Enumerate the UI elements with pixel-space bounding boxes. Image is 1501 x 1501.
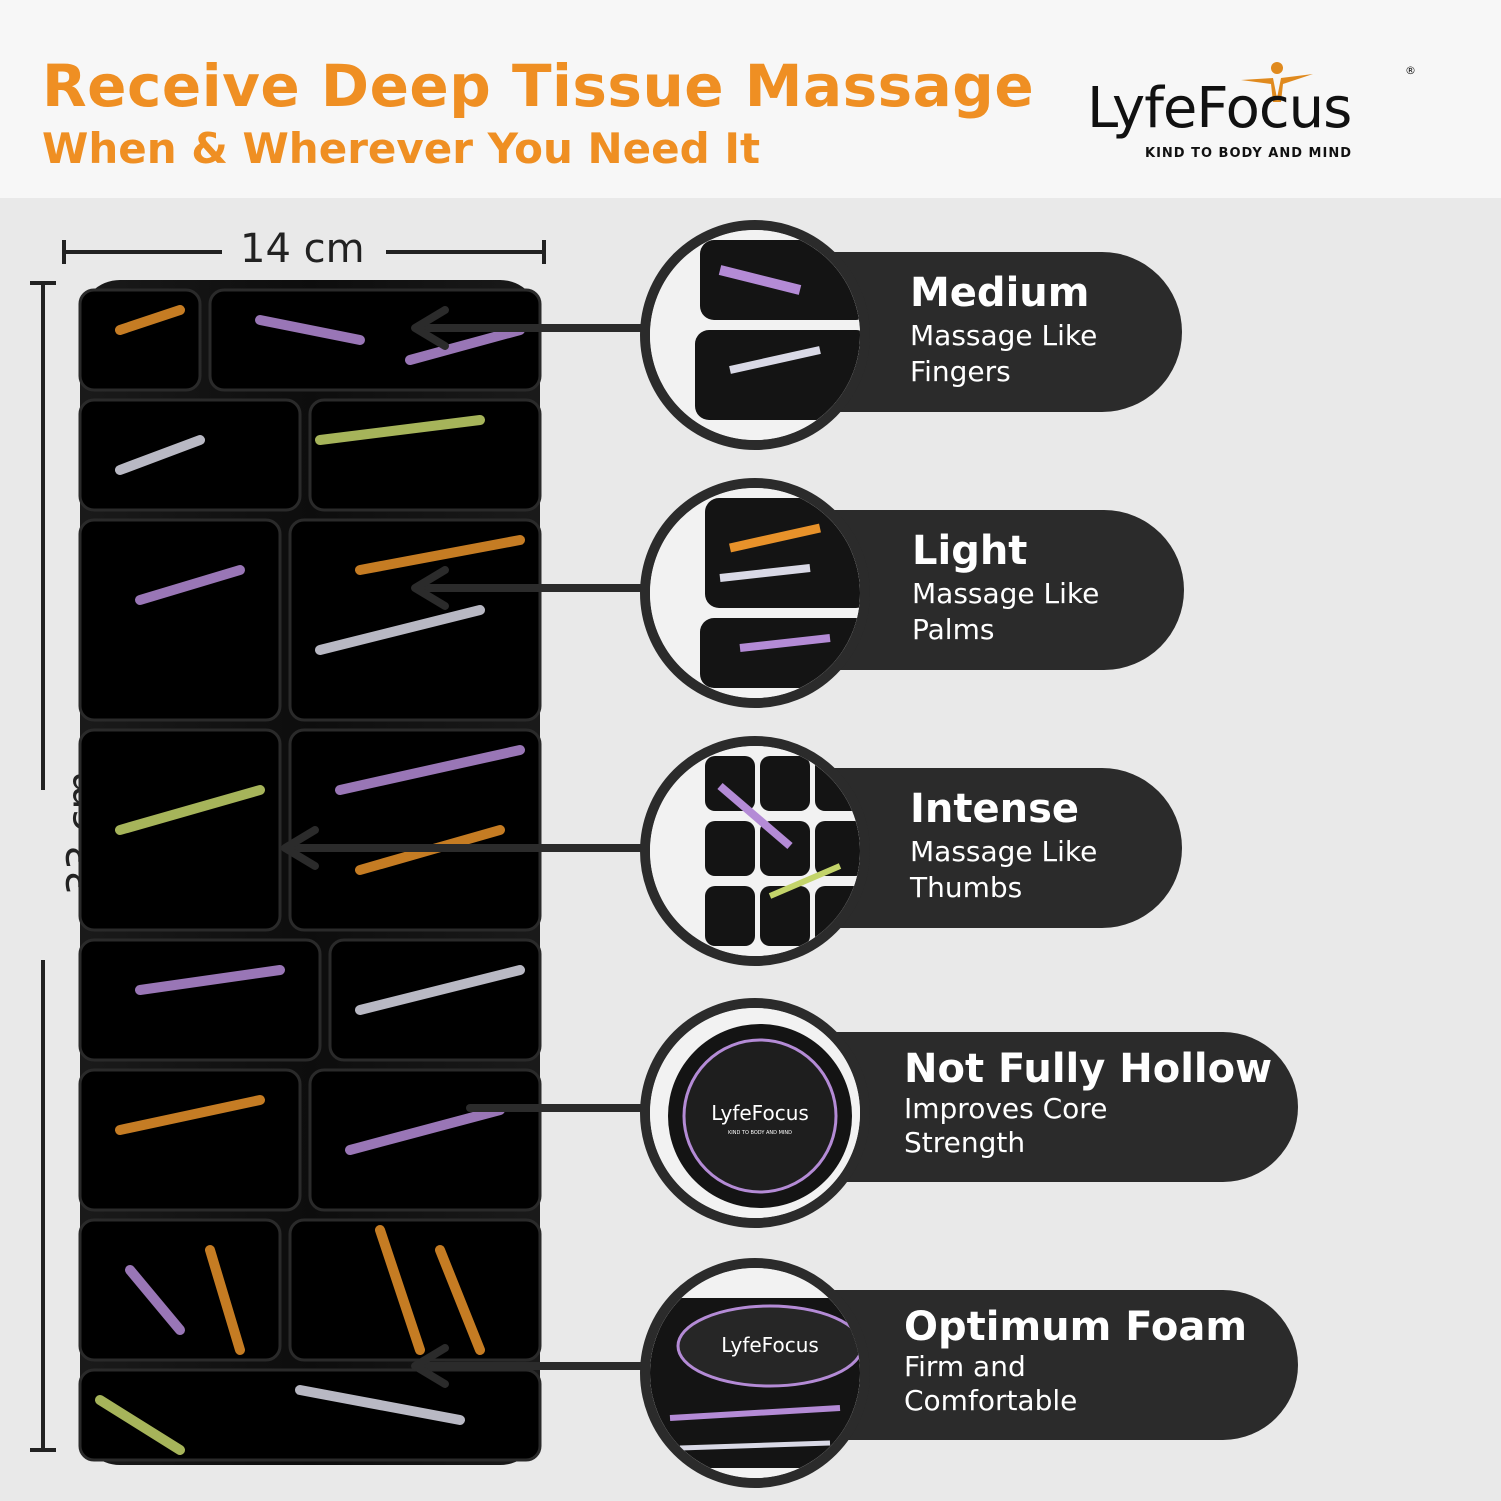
logo-wordmark: LyfeFocus bbox=[1087, 76, 1352, 141]
circle-logo-text: LyfeFocus bbox=[711, 1101, 809, 1125]
figure-icon bbox=[1241, 62, 1313, 102]
width-label: 14 cm bbox=[240, 226, 365, 272]
detail-circle-light bbox=[640, 478, 870, 708]
feature-description: Massage Like Thumbs bbox=[910, 835, 1098, 904]
feature-title: Not Fully Hollow bbox=[904, 1046, 1273, 1092]
circle-logo-text: LyfeFocus bbox=[721, 1333, 819, 1357]
foam-roller-image bbox=[78, 280, 542, 1465]
brand-logo: LyfeFocus KIND TO BODY AND MIND ® bbox=[1085, 62, 1425, 170]
feature-title: Medium bbox=[910, 270, 1090, 316]
feature-description: Firm and Comfortable bbox=[904, 1350, 1078, 1417]
detail-circle-foam: LyfeFocus bbox=[640, 1258, 870, 1488]
feature-description: Improves Core Strength bbox=[904, 1092, 1108, 1159]
feature-description: Massage Like Fingers bbox=[910, 319, 1098, 388]
feature-description: Massage Like Palms bbox=[912, 577, 1100, 646]
logo-tagline: KIND TO BODY AND MIND bbox=[1145, 146, 1352, 161]
headline: Receive Deep Tissue Massage bbox=[42, 52, 1035, 120]
feature-title: Optimum Foam bbox=[904, 1304, 1248, 1350]
detail-circle-intense bbox=[640, 736, 870, 966]
header-band: Receive Deep Tissue Massage When & Where… bbox=[0, 0, 1501, 198]
detail-circle-medium bbox=[640, 220, 870, 450]
feature-title: Intense bbox=[910, 786, 1080, 832]
detail-circle-hollow: LyfeFocus KIND TO BODY AND MIND bbox=[640, 998, 870, 1228]
circle-logo-tagline: KIND TO BODY AND MIND bbox=[728, 1130, 792, 1136]
feature-title: Light bbox=[912, 528, 1028, 574]
registered-mark: ® bbox=[1405, 64, 1416, 77]
subheadline: When & Wherever You Need It bbox=[42, 124, 761, 173]
